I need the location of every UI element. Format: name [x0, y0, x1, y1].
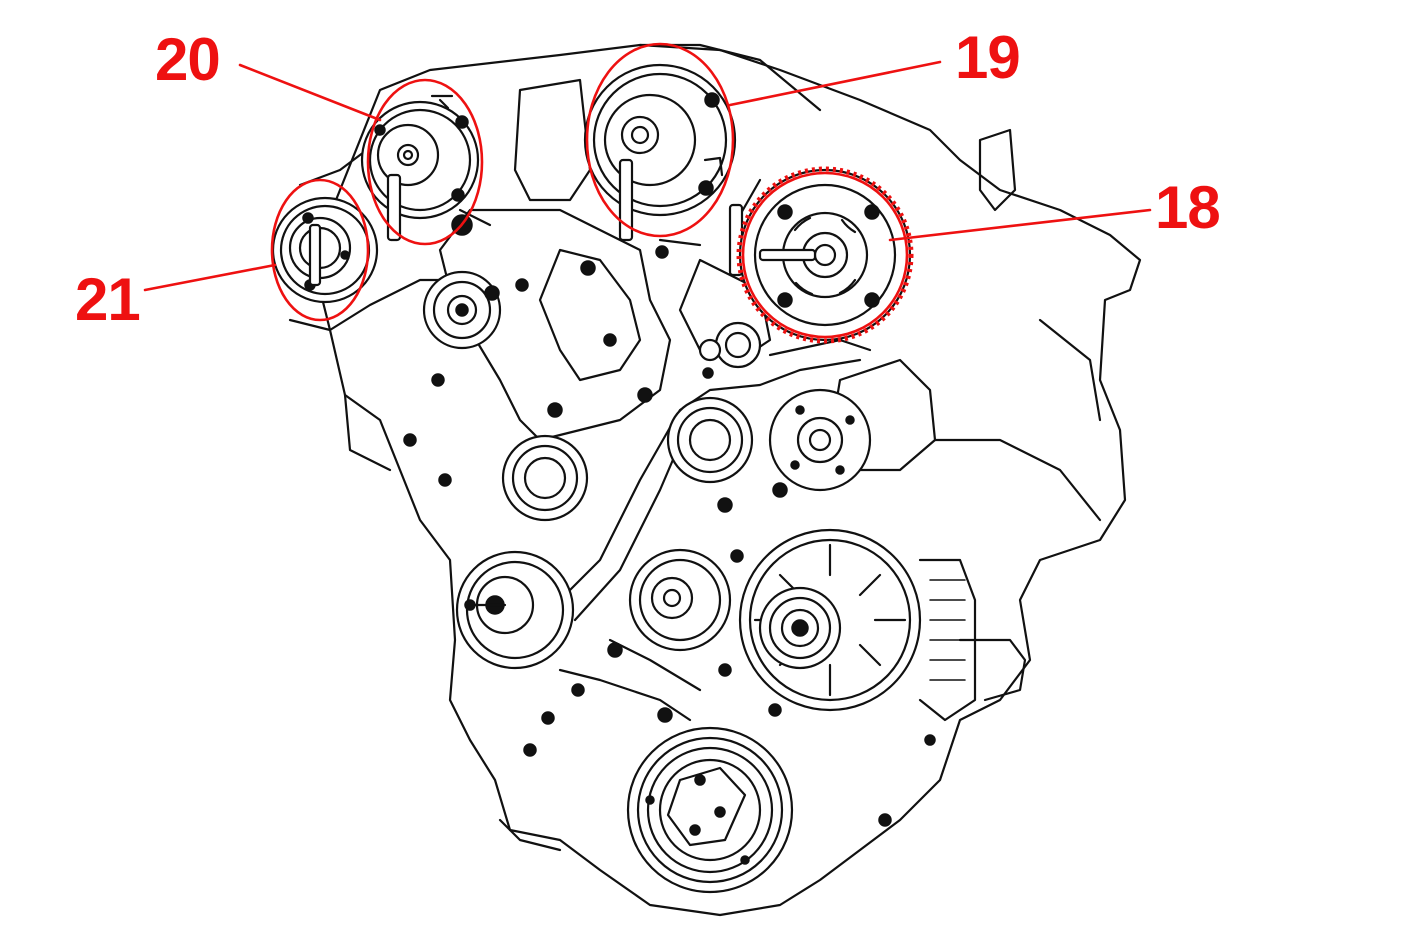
leader-line-21	[143, 263, 277, 292]
idler-pulley-left	[501, 434, 589, 522]
cam-sprocket-18	[738, 168, 912, 342]
leader-line-18	[888, 208, 1152, 242]
idler-pulley-center	[628, 548, 732, 652]
power-steering-pump	[455, 550, 575, 670]
ac-compressor-pulley	[626, 726, 794, 894]
leader-line-19	[728, 60, 942, 107]
cam-sprocket-19	[583, 63, 744, 277]
idler-pulley-mid	[666, 396, 754, 484]
alternator	[738, 528, 977, 722]
callout-label-20: 20	[155, 26, 220, 93]
engine-block-outline	[318, 43, 1142, 917]
water-pump-pulley	[768, 388, 872, 492]
leader-line-20	[238, 63, 382, 122]
highlight-ring-20	[366, 78, 484, 246]
highlight-circles	[270, 42, 914, 344]
idler-pulley-upper	[422, 270, 502, 350]
callout-label-21: 21	[75, 266, 140, 333]
bolts	[403, 245, 936, 827]
highlight-ring-19	[585, 42, 735, 238]
leader-lines	[143, 60, 1152, 292]
highlight-ring-21	[270, 178, 370, 322]
callout-labels: 20 19 18 21	[75, 24, 1221, 333]
cam-sprocket-20	[360, 94, 480, 242]
callout-label-18: 18	[1155, 174, 1220, 241]
tensioner-pulley	[698, 321, 762, 369]
callout-label-19: 19	[955, 24, 1020, 91]
highlight-teeth-18	[736, 166, 914, 344]
